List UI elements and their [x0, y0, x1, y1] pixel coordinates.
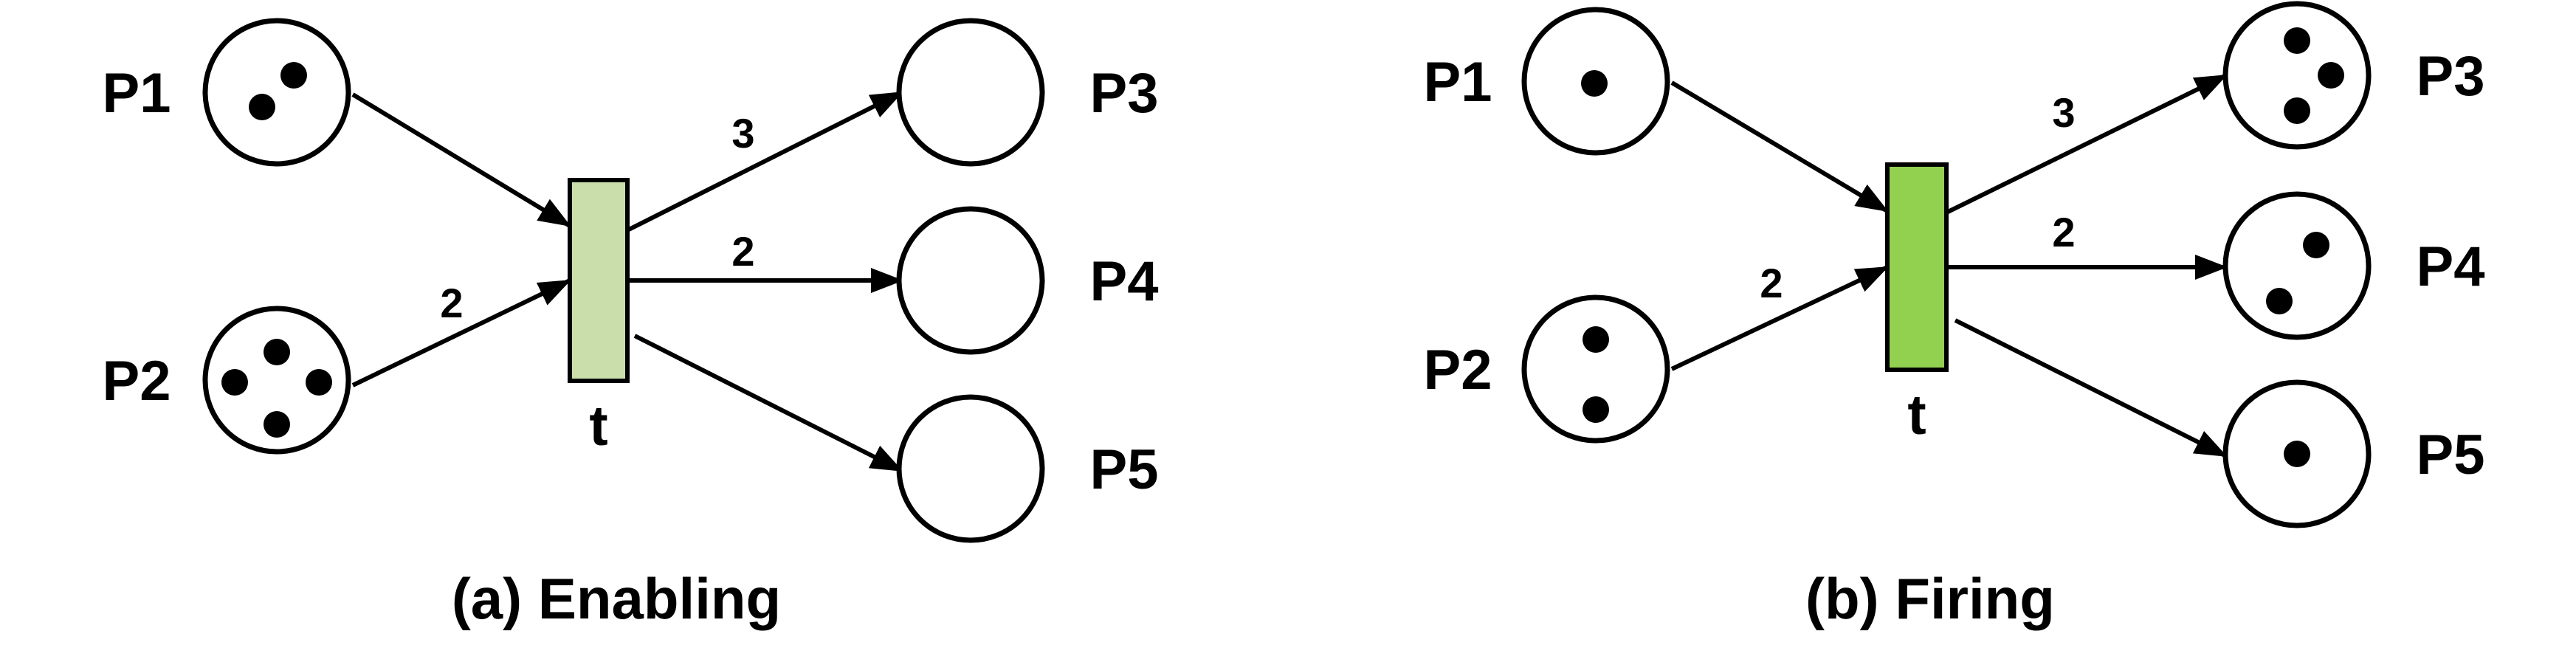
arc-weight-label: 3 — [731, 110, 754, 156]
arc-weight-label: 2 — [440, 280, 463, 326]
transition-label: t — [589, 395, 607, 458]
place-p5: P5 — [2222, 379, 2485, 528]
token — [2284, 97, 2310, 124]
token — [2318, 62, 2344, 89]
place-p5: P5 — [896, 394, 1159, 543]
arc-weight-label: 2 — [1760, 260, 1783, 306]
transition-bar — [1885, 162, 1949, 372]
arc-t-p3 — [626, 90, 903, 232]
arc-p2-t — [1670, 265, 1889, 371]
place-circle — [202, 306, 351, 455]
place-p2: P2 — [1424, 294, 1670, 444]
token — [280, 62, 307, 89]
arc-p1-t — [351, 92, 571, 228]
token — [2303, 232, 2329, 258]
transition-label: t — [1907, 384, 1926, 447]
arc-weight-label: 2 — [731, 228, 754, 275]
place-label-p4: P4 — [2417, 235, 2485, 298]
token — [2284, 27, 2310, 54]
token — [221, 369, 248, 396]
place-label-p1: P1 — [1424, 51, 1492, 114]
place-p4: P4 — [2222, 191, 2485, 340]
token — [264, 411, 290, 438]
arc-t-p3 — [1945, 73, 2228, 215]
place-label-p3: P3 — [1090, 62, 1159, 125]
caption-enabling: (a) Enabling — [452, 566, 781, 631]
arc-t-p5 — [633, 334, 903, 473]
arc-weight-label: 3 — [2052, 89, 2075, 136]
place-label-p2: P2 — [103, 350, 171, 413]
place-p1: P1 — [103, 18, 351, 167]
place-circle — [202, 18, 351, 167]
place-label-p2: P2 — [1424, 339, 1492, 401]
token — [1581, 70, 1608, 97]
place-p1: P1 — [1424, 7, 1670, 156]
place-p2: P2 — [103, 306, 351, 455]
place-label-p3: P3 — [2417, 45, 2485, 108]
place-circle — [2222, 191, 2372, 340]
arc-p2-t — [351, 278, 571, 387]
token — [249, 94, 275, 120]
token — [1583, 326, 1609, 353]
arc-p1-t — [1670, 80, 1889, 213]
transition-bar — [568, 178, 630, 383]
token — [2284, 441, 2310, 467]
place-p3: P3 — [2222, 1, 2485, 150]
arc-t-p5 — [1954, 318, 2228, 458]
place-p3: P3 — [896, 18, 1159, 167]
place-circle — [896, 18, 1045, 167]
place-label-p1: P1 — [103, 62, 171, 125]
token — [2266, 288, 2293, 314]
token — [264, 339, 290, 365]
place-label-p5: P5 — [2417, 424, 2485, 486]
token — [1583, 396, 1609, 423]
place-label-p4: P4 — [1090, 250, 1159, 313]
place-label-p5: P5 — [1090, 438, 1159, 501]
place-circle — [896, 206, 1045, 355]
arc-weight-label: 2 — [2052, 209, 2075, 255]
place-circle — [1521, 294, 1670, 444]
place-circle — [896, 394, 1045, 543]
caption-firing: (b) Firing — [1805, 566, 2055, 631]
place-p4: P4 — [896, 206, 1159, 355]
place-circle — [2222, 1, 2372, 150]
token — [306, 369, 332, 396]
